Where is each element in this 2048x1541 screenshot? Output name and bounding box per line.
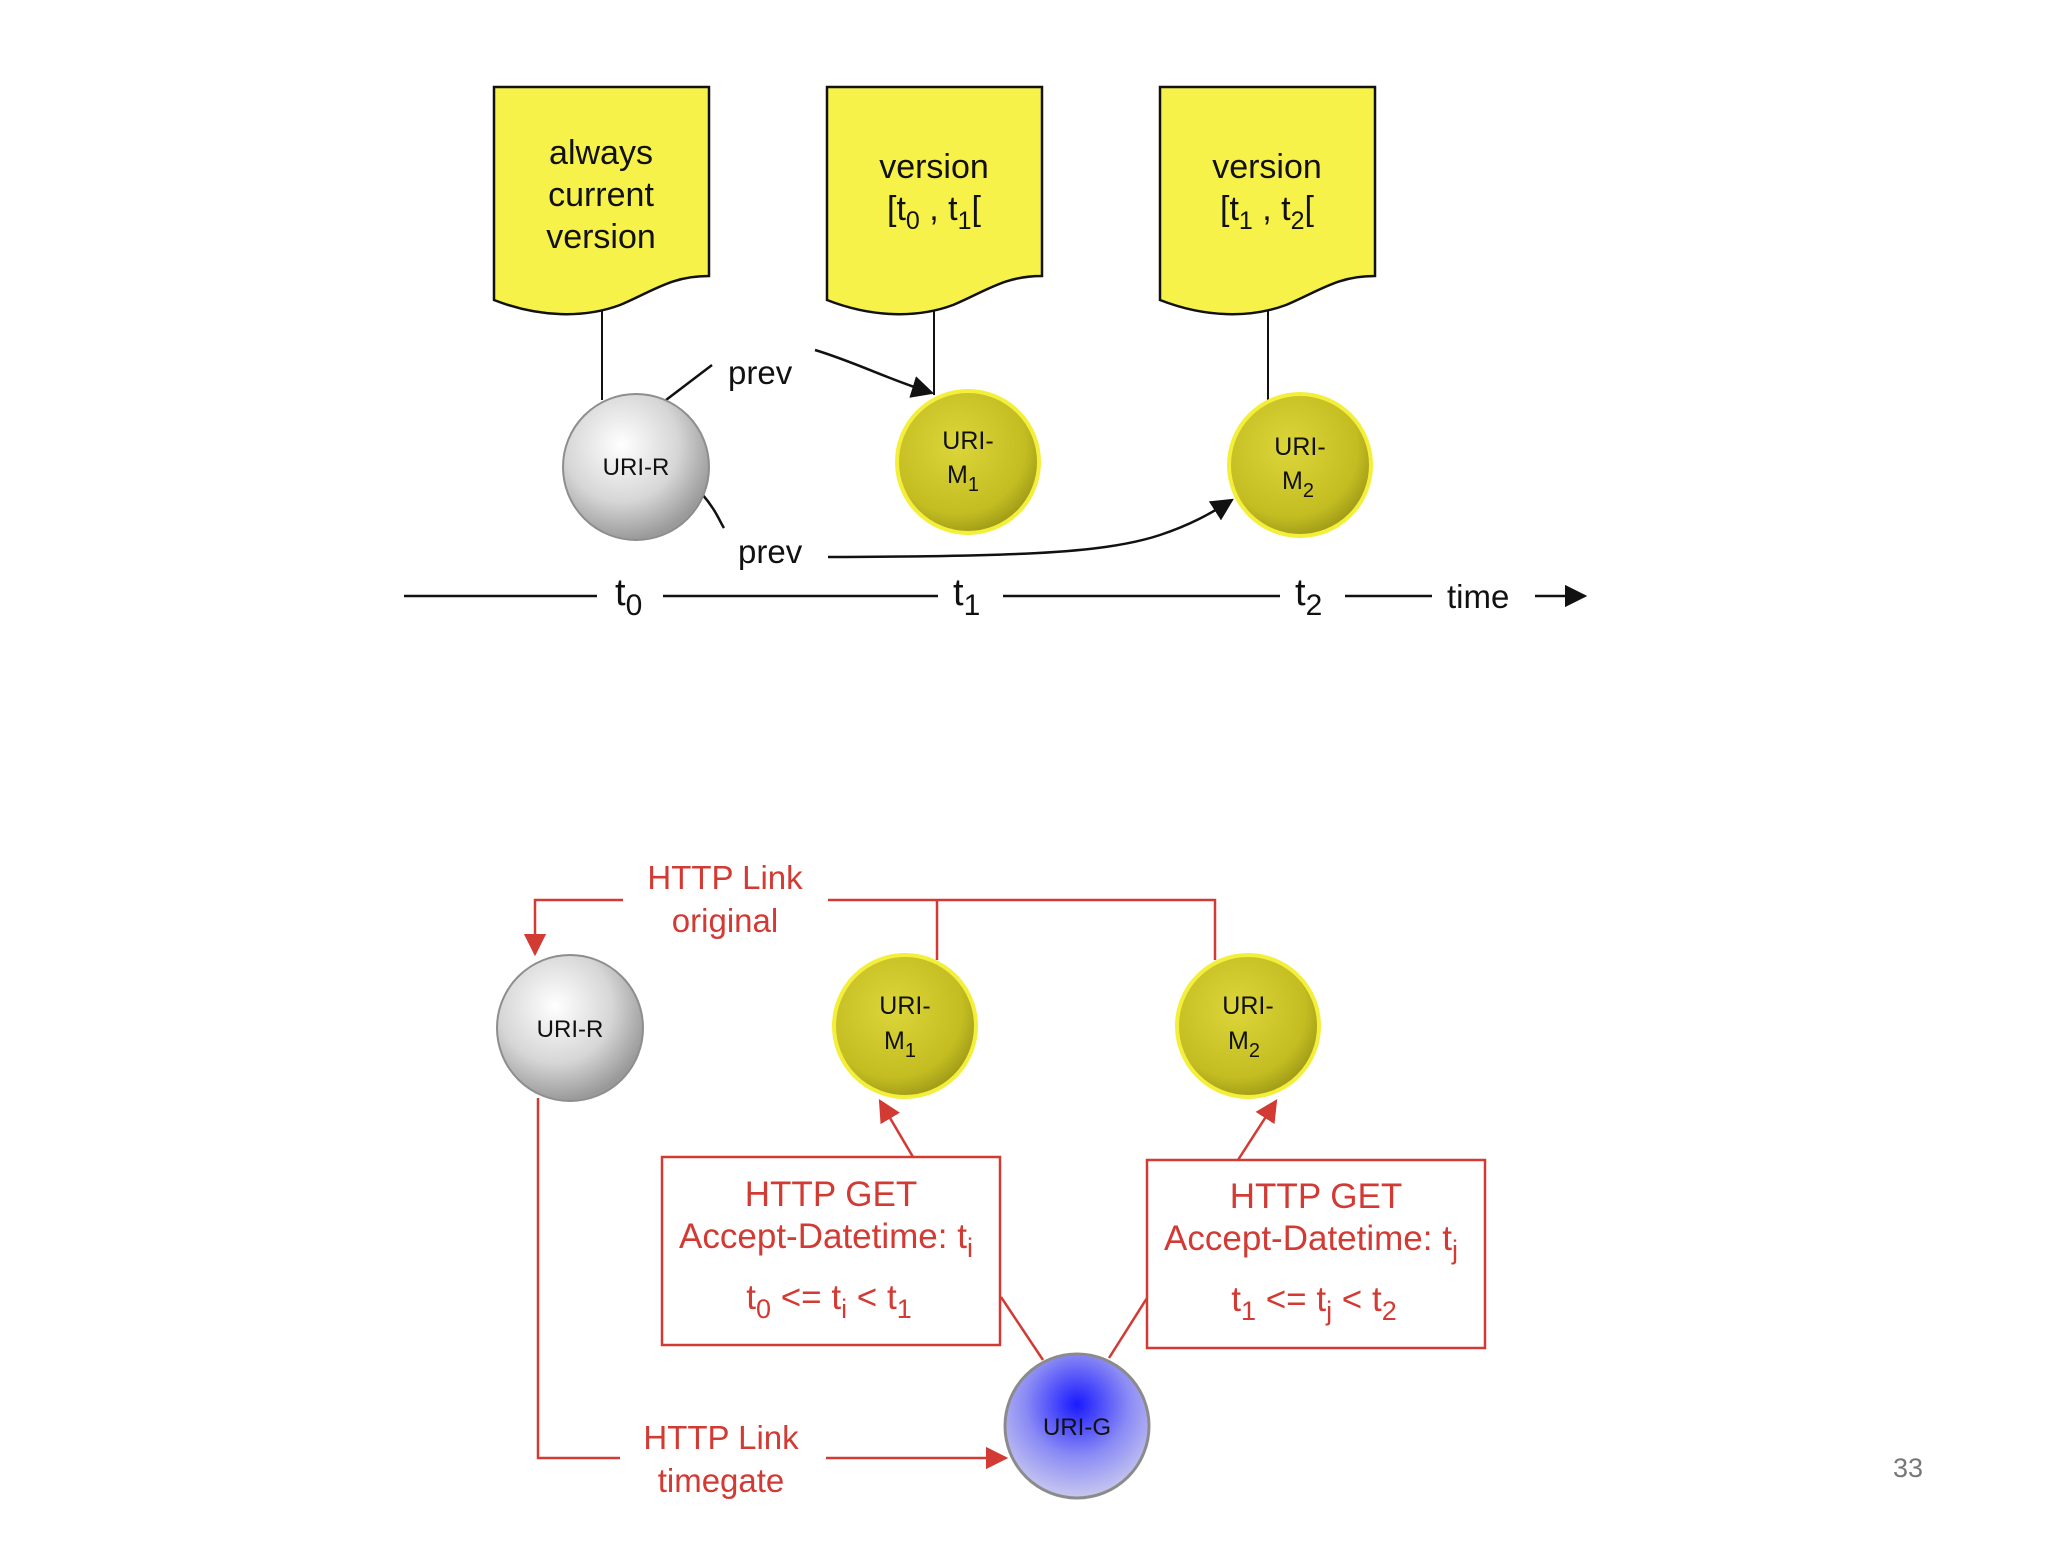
link-original-label: HTTP Link (647, 859, 803, 896)
node-uri-m1-bottom: URI- M1 (832, 953, 978, 1099)
original-link-line (828, 898, 1217, 960)
original-link-arrow (523, 898, 623, 957)
node-label: URI- (942, 427, 993, 455)
doc-text-line: version (546, 218, 656, 256)
bottom-diagram: HTTP Link original HTTP Link timegate HT… (496, 859, 1487, 1500)
box-connector-line (1107, 1297, 1149, 1359)
prev-arrow-m2 (827, 498, 1234, 559)
link-timegate-label: timegate (658, 1462, 785, 1499)
top-diagram: always current version version [t0 , t1[… (404, 85, 1588, 622)
request-condition: t0 <= ti < t1 (746, 1278, 911, 1324)
request-box-j: HTTP GET Accept-Datetime: tj t1 <= tj < … (1145, 1158, 1487, 1350)
node-label: URI- (1222, 992, 1273, 1020)
link-timegate-label: HTTP Link (643, 1419, 799, 1456)
node-label: M1 (884, 1027, 916, 1062)
request-box-i: HTTP GET Accept-Datetime: ti t0 <= ti < … (660, 1155, 1002, 1347)
doc-text-line: current (548, 176, 654, 214)
node-label: URI-G (1043, 1414, 1111, 1441)
timeline: t0 t1 t2 time (404, 572, 1588, 622)
doc-version-t0-t1: version [t0 , t1[ (825, 85, 1044, 316)
timegate-link-line (536, 1098, 620, 1460)
request-method: HTTP GET (745, 1175, 917, 1214)
request-arrow-m1 (878, 1099, 915, 1158)
doc-text-line: always (549, 134, 653, 172)
node-uri-m1: URI- M1 (895, 389, 1041, 535)
box-connector-line (999, 1296, 1045, 1361)
request-header: Accept-Datetime: ti (679, 1217, 973, 1263)
prev-label: prev (728, 354, 793, 391)
time-tick: t1 (953, 572, 980, 622)
prev-link-stub (665, 364, 713, 401)
node-uri-r: URI-R (562, 393, 710, 541)
node-uri-r-bottom: URI-R (496, 954, 644, 1102)
node-label: M2 (1282, 467, 1314, 502)
node-uri-g: URI-G (1003, 1352, 1151, 1500)
request-method: HTTP GET (1230, 1177, 1402, 1216)
node-uri-m2-bottom: URI- M2 (1175, 953, 1321, 1099)
node-label: URI-R (603, 454, 670, 481)
doc-version-t1-t2: version [t1 , t2[ (1158, 85, 1377, 316)
node-label: M1 (947, 461, 979, 496)
node-label: URI- (1274, 433, 1325, 461)
link-original-label: original (672, 902, 778, 939)
page-number: 33 (1893, 1453, 1923, 1483)
node-label: URI- (879, 992, 930, 1020)
request-condition: t1 <= tj < t2 (1231, 1280, 1396, 1326)
doc-interval: [t0 , t1[ (887, 190, 982, 235)
doc-interval: [t1 , t2[ (1220, 190, 1315, 235)
time-tick: t2 (1295, 572, 1322, 622)
doc-always-current: always current version (492, 85, 711, 316)
time-label: time (1447, 578, 1509, 615)
prev-label: prev (738, 533, 803, 570)
node-uri-m2: URI- M2 (1227, 392, 1373, 538)
request-arrow-m2 (1236, 1099, 1278, 1161)
request-header: Accept-Datetime: tj (1164, 1219, 1458, 1265)
prev-link-stub (701, 493, 726, 529)
node-label: M2 (1228, 1027, 1260, 1062)
doc-text-line: version (1212, 148, 1322, 186)
node-label: URI-R (537, 1016, 604, 1043)
time-tick: t0 (615, 572, 642, 622)
prev-arrow-m1 (814, 348, 935, 398)
doc-text-line: version (879, 148, 989, 186)
